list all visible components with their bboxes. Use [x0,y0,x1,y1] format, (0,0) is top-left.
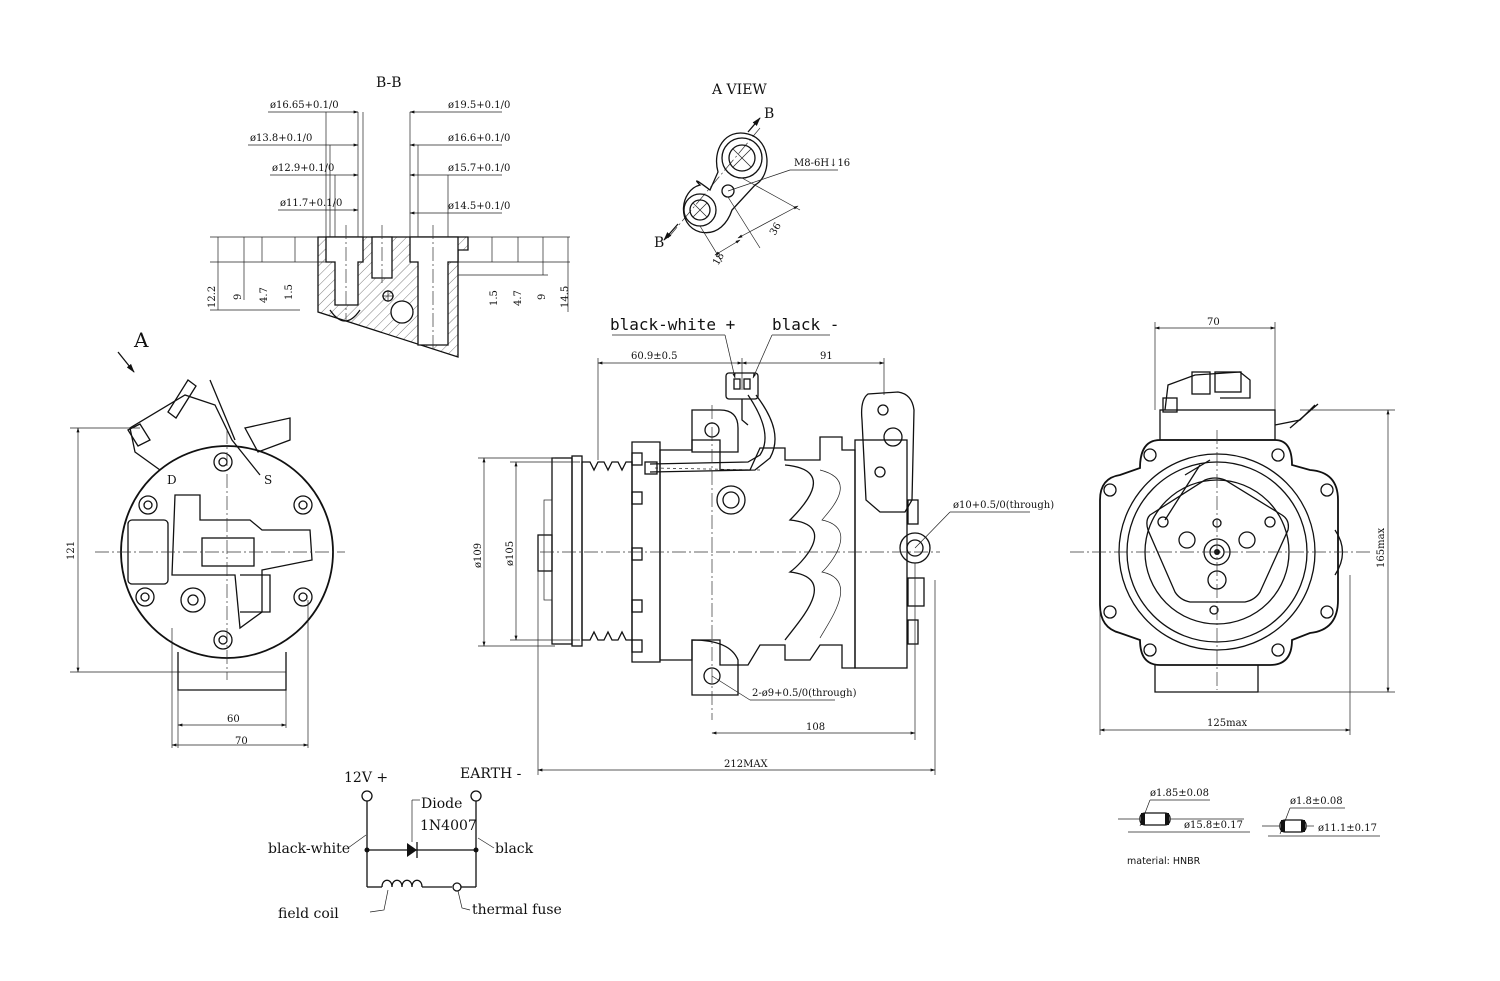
hole-bottom-label: 2-ø9+0.5/0(through) [752,688,857,699]
label-black: black [495,841,534,857]
fuse-symbol [452,882,462,892]
a-view-mark-bottom: B [654,235,664,251]
side-view: black-white + black - 60.9±0.5 91 [473,315,1054,775]
coil-symbol [381,879,423,888]
bb-left-dim-3: ø12.9+0.1/0 [272,163,334,174]
label-field-coil: field coil [278,906,339,922]
oring2-id: ø11.1±0.17 [1318,823,1377,834]
rear-width-outer: 70 [235,736,248,747]
a-view-dim-18: 18 [711,251,727,268]
right-bore [409,236,459,346]
dim-91: 91 [820,351,833,362]
label-thermal-fuse: thermal fuse [472,902,562,918]
bb-right-depth-4: 14.5 [560,286,571,308]
bb-right-dim-4: ø14.5+0.1/0 [448,201,510,212]
front-view: 70 [1070,317,1395,735]
a-view-dim-36: 36 [768,221,784,238]
diode-label: Diode [421,796,462,812]
pulley [537,455,633,647]
wiring-schematic: 12V + EARTH - Diode 1N4007 black-white b… [268,766,562,922]
oring1-id: ø15.8±0.17 [1184,820,1243,831]
bb-left-depth-1: 12.2 [207,286,218,308]
bb-left-dim-4: ø11.7+0.1/0 [280,198,342,209]
dim-108: 108 [806,722,825,733]
a-view-title: A VIEW [711,82,767,98]
bb-right-dim-1: ø19.5+0.1/0 [448,100,510,111]
section-bb: B-B ø16.65+0.1/0 ø13.8+0.1/0 ø12.9+0.1/0… [207,75,571,358]
front-width-top: 70 [1207,317,1220,328]
clutch-plate [1146,477,1290,603]
dia-105: ø105 [505,541,516,566]
rear-view: A D S [66,328,345,748]
rear-view-arrow-label: A [133,328,149,352]
rear-height-dim: 121 [66,541,77,560]
front-width-bottom: 125max [1207,718,1248,729]
bb-left-depth-4: 1.5 [284,284,295,300]
front-height: 165max [1376,527,1387,568]
dim-212max: 212MAX [724,759,769,770]
terminal-12v [361,790,373,802]
oring2-cs: ø1.8±0.08 [1290,796,1343,807]
o-rings: ø1.85±0.08 ø15.8±0.17 ø1.8±0.08 ø11.1±0.… [1118,788,1380,867]
front-housing [1099,439,1339,666]
bb-left-dim-2: ø13.8+0.1/0 [250,133,312,144]
bb-left-dim-1: ø16.65+0.1/0 [270,100,339,111]
bb-right-dim-3: ø15.7+0.1/0 [448,163,510,174]
hole-top-label: ø10+0.5/0(through) [953,500,1054,511]
bb-right-depth-3: 9 [537,294,548,300]
schem-12v: 12V + [344,770,388,786]
wire-black-white-label: black-white + [610,315,735,334]
cross-hole [390,300,414,324]
bb-left-depth-3: 4.7 [259,287,270,303]
bb-right-depth-1: 1.5 [489,290,500,306]
a-view-mark-top: B [764,106,774,122]
flange-outline [682,132,768,234]
wire-black-label: black - [772,315,839,334]
bb-right-dim-2: ø16.6+0.1/0 [448,133,510,144]
label-black-white: black-white [268,841,350,857]
dim-60-9: 60.9±0.5 [631,351,678,362]
terminal-earth [470,790,482,802]
bb-right-depth-2: 4.7 [513,290,524,306]
a-view: A VIEW B B M8-6H↓16 18 36 [654,82,850,268]
dia-109: ø109 [473,543,484,568]
schem-earth: EARTH - [460,766,522,782]
rear-bolts [135,452,313,650]
left-bore [325,236,364,306]
section-bb-title: B-B [376,75,402,91]
diode-part: 1N4007 [420,818,477,834]
port-s-label: S [264,473,272,487]
material-label: material: HNBR [1127,856,1201,867]
a-view-thread: M8-6H↓16 [794,158,850,169]
diode-symbol [407,843,417,857]
oring1-cs: ø1.85±0.08 [1150,788,1209,799]
bb-left-depth-2: 9 [233,294,244,300]
port-d-label: D [167,473,177,487]
port-block [860,391,915,513]
rear-width-inner: 60 [227,714,240,725]
